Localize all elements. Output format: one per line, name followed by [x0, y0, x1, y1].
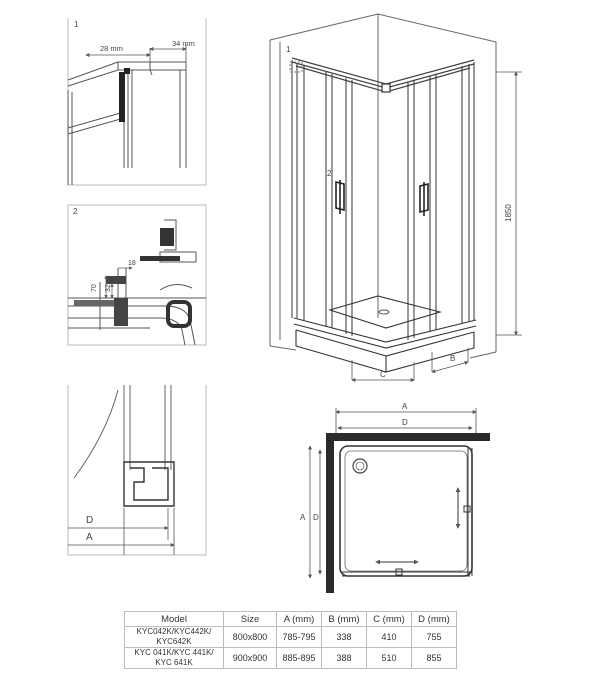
plan-view: A D A D — [300, 402, 490, 593]
iso-label-b: B — [450, 354, 455, 363]
table-row: KYC 041K/KYC 441K/KYC 641K 900x900 885-8… — [124, 647, 457, 669]
row-a: 785-795 — [276, 626, 322, 648]
iso-height-1850: 1850 — [504, 204, 513, 222]
detail-3-panel: D A — [67, 385, 207, 556]
row-d: 855 — [411, 647, 457, 669]
iso-marker-1: 1 — [286, 45, 291, 54]
detail-3-label-d: D — [86, 515, 93, 526]
plan-label-a-top: A — [402, 402, 408, 411]
dim-32-label: 32 — [105, 284, 112, 292]
header-model: Model — [124, 611, 224, 627]
row-model: KYC042K/KYC442K/KYC642K — [124, 626, 224, 648]
iso-marker-2: 2 — [327, 169, 332, 178]
header-b: B (mm) — [321, 611, 367, 627]
detail-2-panel: 2 18 70 32 — [67, 204, 207, 346]
header-a: A (mm) — [276, 611, 322, 627]
spec-table: Model Size A (mm) B (mm) C (mm) D (mm) K… — [124, 611, 457, 669]
detail-1-number: 1 — [74, 20, 79, 29]
row-size: 800x800 — [223, 626, 277, 648]
detail-2-number: 2 — [73, 207, 78, 216]
header-d: D (mm) — [411, 611, 457, 627]
row-size: 900x900 — [223, 647, 277, 669]
iso-label-c: C — [380, 370, 386, 379]
row-b: 338 — [321, 626, 367, 648]
detail-1-panel: 1 28 mm 34 mm — [67, 18, 207, 186]
row-c: 410 — [366, 626, 412, 648]
spec-table-header: Model Size A (mm) B (mm) C (mm) D (mm) — [124, 611, 457, 627]
plan-label-d-top: D — [402, 418, 408, 427]
isometric-shower-view: 1 2 1850 B C — [269, 13, 522, 382]
dim-34mm-label: 34 mm — [172, 39, 195, 48]
dim-28mm-label: 28 mm — [100, 44, 123, 53]
row-d: 755 — [411, 626, 457, 648]
row-model: KYC 041K/KYC 441K/KYC 641K — [124, 647, 224, 669]
row-a: 885-895 — [276, 647, 322, 669]
detail-3-label-a: A — [86, 532, 93, 543]
dim-70-label: 70 — [91, 284, 98, 292]
row-c: 510 — [366, 647, 412, 669]
plan-label-a-side: A — [300, 513, 306, 522]
dim-18-label: 18 — [128, 260, 136, 267]
row-b: 388 — [321, 647, 367, 669]
plan-label-d-side: D — [313, 513, 319, 522]
header-c: C (mm) — [366, 611, 412, 627]
table-row: KYC042K/KYC442K/KYC642K 800x800 785-795 … — [124, 626, 457, 648]
header-size: Size — [223, 611, 277, 627]
